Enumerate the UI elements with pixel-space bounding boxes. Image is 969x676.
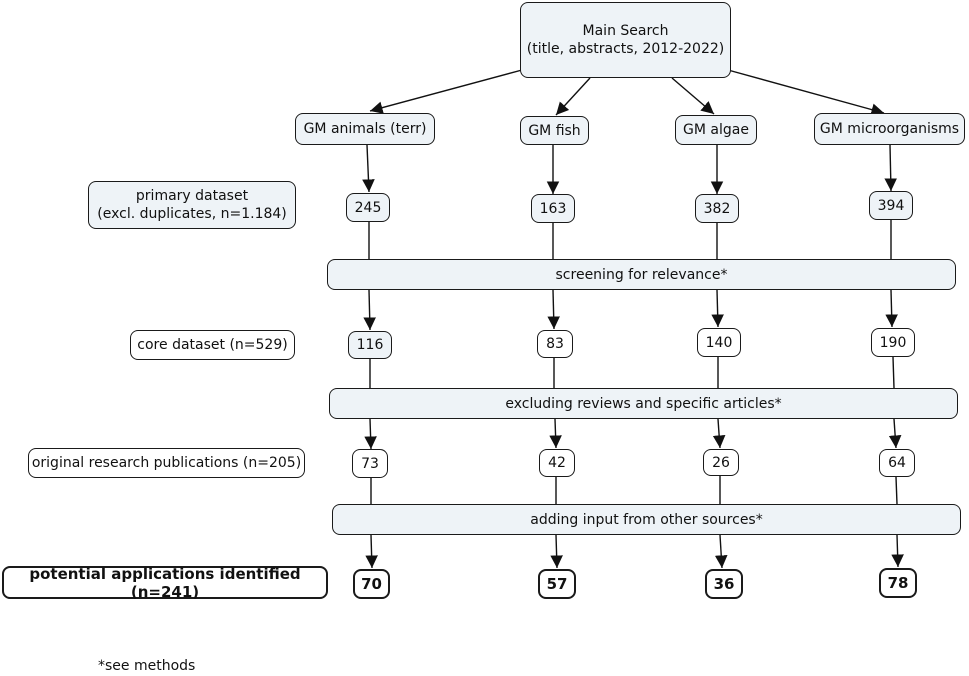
category-gm-fish: GM fish	[520, 116, 589, 145]
stage-label-core-dataset: core dataset (n=529)	[130, 330, 295, 360]
primary-dataset-line1: primary dataset	[135, 188, 249, 204]
excluding-reviews-bar: excluding reviews and specific articles*	[329, 388, 958, 419]
main-search-title: Main Search	[582, 23, 669, 39]
original-count-fish: 42	[539, 449, 575, 477]
core-count-microorganisms: 190	[871, 328, 915, 357]
arrow-main-to-fish	[555, 77, 591, 116]
primary-count-animals: 245	[346, 193, 390, 222]
original-count-algae: 26	[703, 449, 739, 476]
core-count-animals: 116	[348, 331, 392, 359]
arrow-main-to-microorganisms	[727, 69, 885, 116]
potential-count-microorganisms: 78	[879, 568, 917, 598]
arrow-main-to-animals	[369, 69, 523, 114]
stage-label-potential-applications: potential applications identified (n=241…	[2, 565, 328, 601]
primary-count-fish: 163	[531, 194, 575, 223]
primary-dataset-line2: (excl. duplicates, n=1.184)	[97, 206, 287, 222]
potential-count-algae: 36	[705, 569, 743, 599]
primary-count-microorganisms: 394	[869, 191, 913, 220]
potential-count-fish: 57	[538, 569, 576, 599]
core-count-fish: 83	[537, 330, 573, 358]
primary-count-algae: 382	[695, 194, 739, 223]
category-gm-animals: GM animals (terr)	[295, 113, 435, 145]
core-count-algae: 140	[697, 328, 741, 357]
category-gm-algae: GM algae	[675, 115, 757, 145]
stage-label-primary-dataset: primary dataset (excl. duplicates, n=1.1…	[88, 181, 296, 229]
main-search-subtitle: (title, abstracts, 2012-2022)	[526, 41, 725, 57]
main-search-box: Main Search (title, abstracts, 2012-2022…	[520, 2, 731, 78]
screening-for-relevance-bar: screening for relevance*	[327, 259, 956, 290]
original-count-microorganisms: 64	[879, 449, 915, 477]
adding-input-bar: adding input from other sources*	[332, 504, 961, 535]
potential-count-animals: 70	[353, 569, 390, 599]
category-gm-microorganisms: GM microorganisms	[814, 113, 965, 145]
arrow-main-to-algae	[671, 77, 715, 115]
footnote: *see methods	[98, 658, 196, 674]
stage-label-original-research: original research publications (n=205)	[28, 448, 305, 478]
original-count-animals: 73	[352, 449, 388, 478]
